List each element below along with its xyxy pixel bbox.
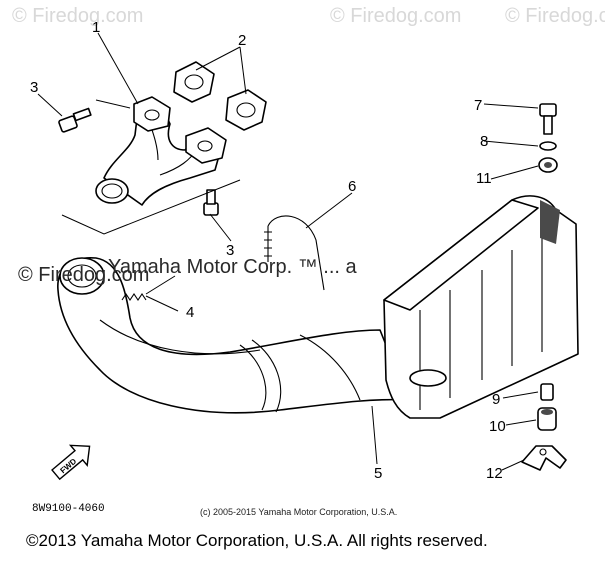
muffler-bracket	[521, 445, 567, 471]
callout-4: 4	[186, 304, 194, 321]
source-credit: (c) 2005-2015 Yamaha Motor Corporation, …	[200, 507, 397, 517]
callout-3-upper: 3	[30, 79, 38, 96]
manifold-bolt-upper	[58, 107, 92, 133]
muffler-bolt	[539, 103, 557, 135]
copyright-notice: ©2013 Yamaha Motor Corporation, U.S.A. A…	[26, 531, 488, 550]
diagram-part-code: 8W9100-4060	[32, 503, 105, 515]
watermark-center: Yamaha Motor Corp. ™ ... a	[108, 256, 357, 278]
heat-protector-band	[264, 215, 325, 291]
lower-collar	[540, 383, 554, 401]
manifold-bolt-lower	[203, 189, 219, 216]
watermark-top-left: © Firedog.com	[12, 5, 143, 27]
callout-10: 10	[489, 418, 506, 435]
muffler-washer	[539, 141, 557, 151]
callout-12: 12	[486, 465, 503, 482]
exhaust-manifold	[95, 96, 227, 206]
callout-1: 1	[92, 19, 100, 36]
watermark-mid-left: © Firedog.com	[18, 264, 149, 286]
lower-damper	[537, 407, 557, 431]
muffler	[383, 195, 579, 419]
exhaust-spring	[121, 275, 176, 301]
fwd-arrow-icon: FWD	[51, 444, 91, 481]
exhaust-gaskets	[173, 61, 267, 131]
watermark-top-center: © Firedog.com	[330, 5, 461, 27]
callout-3-lower: 3	[226, 242, 234, 259]
callout-8: 8	[480, 133, 488, 150]
callout-9: 9	[492, 391, 500, 408]
exhaust-pipe	[57, 257, 409, 414]
callout-7: 7	[474, 97, 482, 114]
callout-5: 5	[374, 465, 382, 482]
watermark-top-right: © Firedog.com	[505, 5, 605, 27]
callout-6: 6	[348, 178, 356, 195]
muffler-damper	[538, 157, 558, 173]
callout-2: 2	[238, 32, 246, 49]
callout-11: 11	[476, 170, 492, 187]
